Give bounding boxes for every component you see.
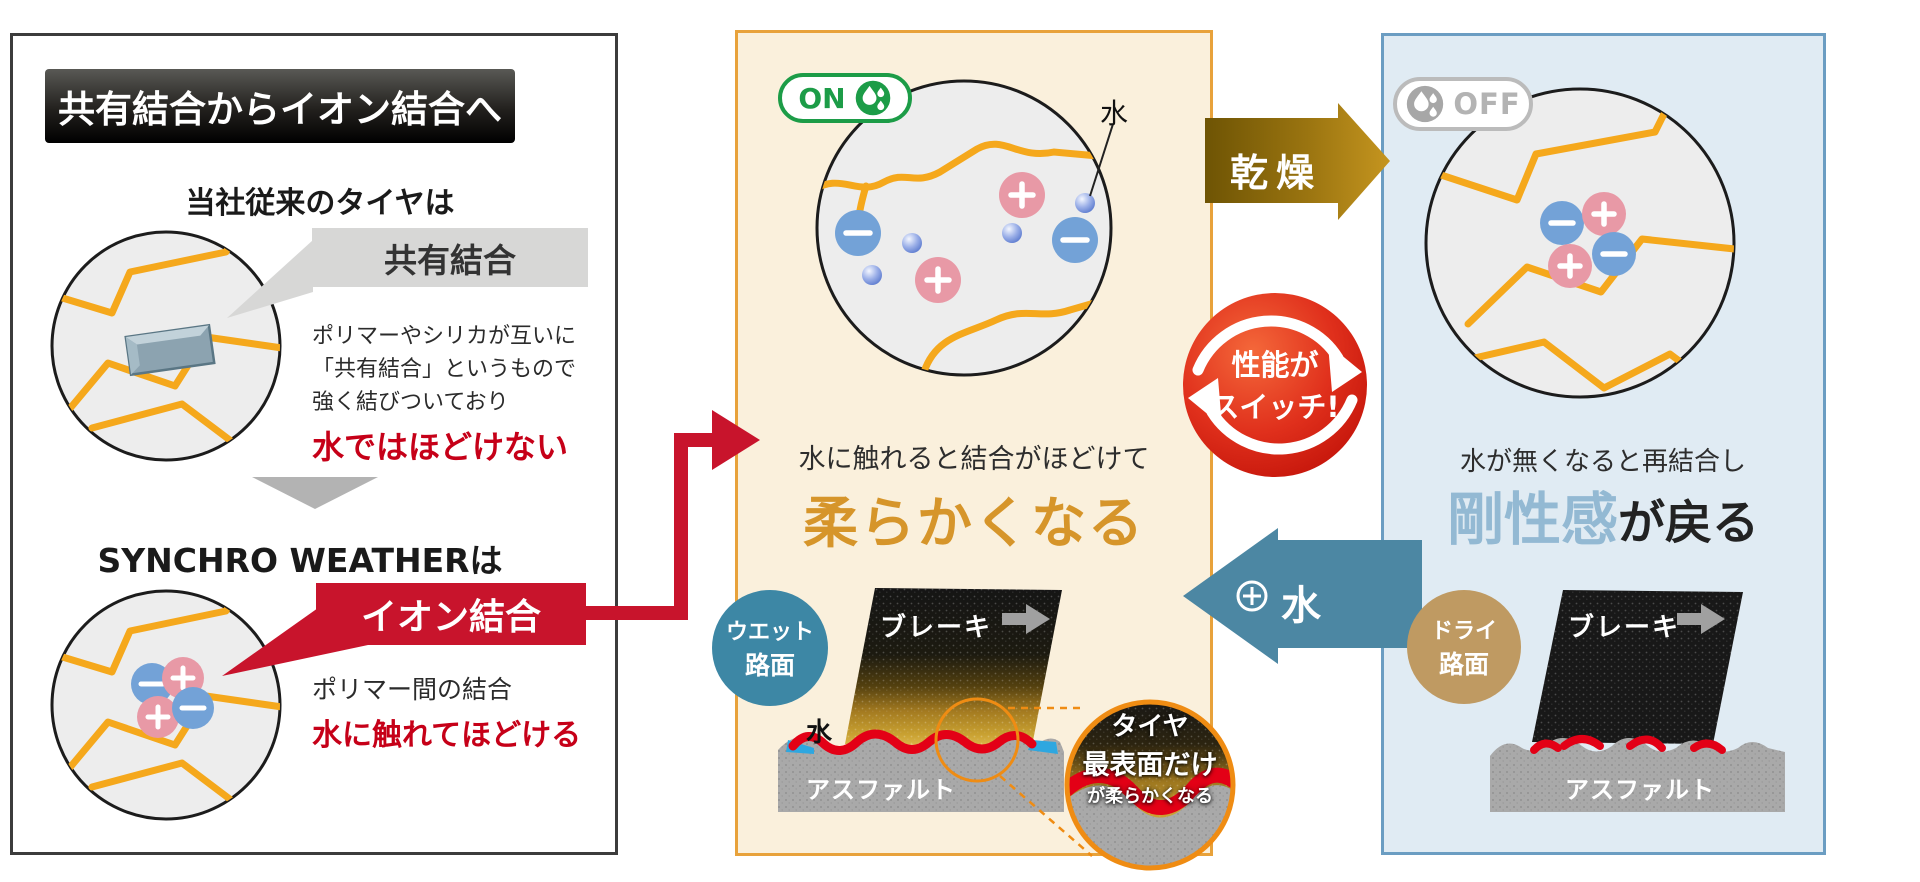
switch-line: 性能が bbox=[1231, 348, 1319, 382]
dry-road-scene bbox=[1490, 590, 1785, 812]
water-on-badge: ON bbox=[778, 73, 912, 123]
synchro-polymer-circle bbox=[50, 589, 282, 821]
ionic-bond-callout: イオン結合 bbox=[316, 583, 586, 645]
conventional-heading: 当社従来のタイヤは bbox=[185, 186, 455, 221]
brake-arrow-icon bbox=[1677, 604, 1725, 634]
water-transition-arrow bbox=[1183, 528, 1422, 664]
zoom-source-ring bbox=[934, 697, 1020, 783]
magnifier-caption: タイヤ 最表面だけ が柔らかくなる bbox=[1067, 706, 1233, 808]
ion-cluster-dry bbox=[1540, 192, 1636, 288]
returns-word: が戻る bbox=[1618, 496, 1759, 551]
dry-arrow-label: 乾燥 bbox=[1229, 151, 1322, 195]
switch-arrowhead-icon bbox=[1328, 344, 1362, 392]
dry-transition-arrow bbox=[1205, 103, 1390, 220]
magnifier-line: タイヤ bbox=[1111, 712, 1189, 742]
desc-line: 強く結びついており bbox=[312, 390, 509, 415]
rigid-contact-arcs bbox=[1530, 735, 1726, 754]
conventional-polymer-circle bbox=[50, 230, 282, 462]
on-label: ON bbox=[798, 81, 846, 115]
silica-block bbox=[124, 323, 216, 377]
road-badge-line: ウエット bbox=[725, 620, 814, 645]
performance-switch-circle bbox=[1183, 293, 1367, 477]
water-droplets bbox=[862, 193, 1095, 285]
water-drops-icon bbox=[1405, 84, 1445, 124]
wet-molecule-circle bbox=[815, 79, 1114, 377]
wet-road-badge: ウエット 路面 bbox=[712, 590, 828, 706]
red-connector-arrow bbox=[582, 410, 760, 620]
covalent-callout-pointer bbox=[227, 240, 313, 318]
covalent-bond-callout: 共有結合 bbox=[312, 228, 588, 287]
ion-cluster-left bbox=[131, 657, 214, 738]
soft-contact-line bbox=[788, 729, 1037, 755]
switch-line: スイッチ! bbox=[1210, 390, 1340, 424]
asphalt-label: アスファルト bbox=[1565, 776, 1715, 804]
water-off-badge: OFF bbox=[1393, 77, 1533, 131]
road-badge-line: 路面 bbox=[744, 651, 795, 680]
road-badge-line: 路面 bbox=[1438, 650, 1489, 679]
page-title: 共有結合からイオン結合へ bbox=[45, 69, 515, 143]
off-label: OFF bbox=[1453, 87, 1521, 121]
magnifier-line: 最表面だけ bbox=[1082, 750, 1218, 781]
water-arrow-label: 水 bbox=[1281, 583, 1321, 629]
ground-water-label: 水 bbox=[806, 718, 833, 748]
water-drops-icon bbox=[854, 79, 892, 117]
dry-road-badge: ドライ 路面 bbox=[1407, 590, 1521, 704]
ionic-description: ポリマー間の結合 bbox=[312, 675, 513, 704]
synchro-heading: SYNCHRO WEATHERは bbox=[97, 541, 503, 580]
road-badge-line: ドライ bbox=[1430, 619, 1497, 644]
brake-arrow-icon bbox=[1002, 604, 1050, 634]
water-pointer-line bbox=[1089, 123, 1114, 197]
desc-line: 「共有結合」というもので bbox=[312, 357, 577, 382]
covalent-warning: 水ではほどけない bbox=[312, 428, 569, 466]
desc-line: ポリマーやシリカが互いに bbox=[312, 324, 577, 349]
wet-road-scene bbox=[778, 588, 1236, 871]
magnifier-line: が柔らかくなる bbox=[1087, 786, 1213, 807]
plus-circle-icon bbox=[1236, 580, 1268, 612]
asphalt-label: アスファルト bbox=[806, 776, 956, 804]
brake-label: ブレーキ bbox=[1568, 613, 1681, 643]
wet-highlight: 柔らかくなる bbox=[802, 491, 1145, 555]
dry-molecule-circle bbox=[1424, 87, 1736, 399]
magnifier-ring bbox=[1064, 699, 1236, 871]
down-arrow-icon bbox=[252, 477, 378, 509]
performance-switch-label: 性能が スイッチ! bbox=[1183, 342, 1367, 426]
dry-highlight: 剛性感が戻る bbox=[1383, 474, 1823, 556]
brake-label: ブレーキ bbox=[880, 613, 993, 643]
water-molecule-label: 水 bbox=[1100, 97, 1129, 130]
ion-cluster-wet bbox=[835, 172, 1098, 303]
dry-caption: 水が無くなると再結合し bbox=[1459, 447, 1746, 477]
wet-caption: 水に触れると結合がほどけて bbox=[798, 444, 1150, 475]
covalent-description: ポリマーやシリカが互いに 「共有結合」というもので 強く結びついており bbox=[312, 320, 576, 419]
ionic-warning: 水に触れてほどける bbox=[312, 718, 582, 753]
rigidity-word: 剛性感 bbox=[1447, 487, 1618, 553]
